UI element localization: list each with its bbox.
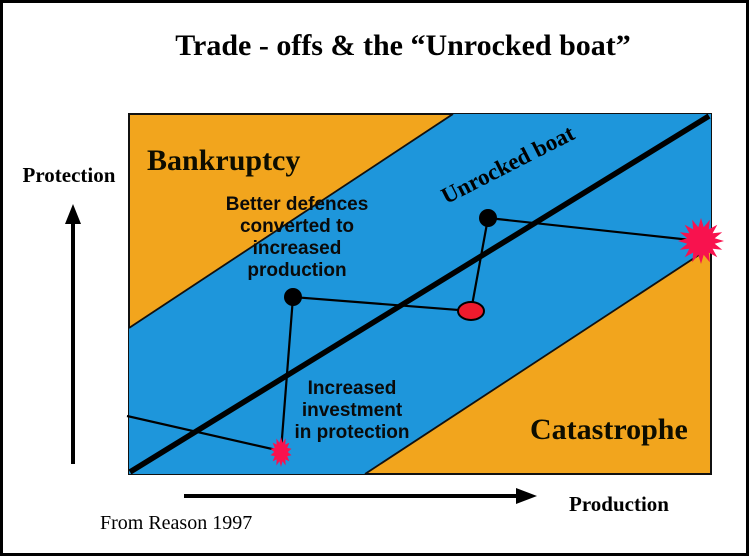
protection-axis-arrowhead-icon [65, 204, 81, 224]
production-axis-arrowhead-icon [516, 488, 537, 504]
source-citation: From Reason 1997 [100, 512, 253, 534]
band-upper-boundary [128, 113, 454, 329]
page-title: Trade - offs & the “Unrocked boat” [175, 29, 631, 62]
band-lower-boundary [364, 246, 712, 475]
event-burst-marker-large [678, 218, 724, 264]
incident-ellipse-marker [457, 301, 485, 321]
tradeoff-diagonal-line [128, 113, 711, 475]
x-axis-label: Production [569, 492, 669, 516]
decision-dot-marker-right [479, 209, 497, 227]
increased-investment-annotation: Increased investment in protection [294, 378, 410, 443]
decision-dot-marker-left [284, 288, 302, 306]
event-burst-marker-small [270, 437, 292, 467]
trajectory-path [126, 216, 701, 453]
catastrophe-zone-label: Catastrophe [530, 413, 688, 446]
bankruptcy-zone-label: Bankruptcy [147, 144, 301, 177]
tradeoff-diagram [65, 113, 724, 504]
y-axis-label: Protection [22, 163, 116, 187]
better-defences-annotation: Better defences converted to increased p… [225, 194, 369, 281]
